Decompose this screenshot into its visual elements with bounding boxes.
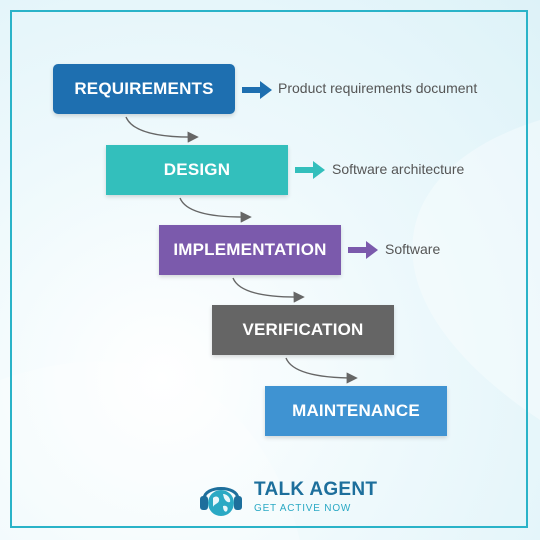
stage-implementation-label: IMPLEMENTATION <box>173 240 327 259</box>
stage-verification: VERIFICATION <box>212 305 394 355</box>
logo-name: TALK AGENT <box>254 479 378 500</box>
stage-verification-label: VERIFICATION <box>242 320 364 339</box>
output-implementation: Software <box>385 241 441 257</box>
stage-design-label: DESIGN <box>163 160 231 179</box>
page-frame <box>10 10 528 528</box>
stage-design: DESIGN <box>106 145 288 195</box>
output-design: Software architecture <box>332 161 465 177</box>
logo-tagline: GET ACTIVE NOW <box>254 503 352 514</box>
arrow-right-icon <box>242 81 272 99</box>
headphones-globe-icon <box>200 487 242 516</box>
stage-implementation: IMPLEMENTATION <box>159 225 341 275</box>
output-requirements: Product requirements document <box>278 80 478 96</box>
stage-requirements: REQUIREMENTS <box>53 64 235 114</box>
stage-maintenance-label: MAINTENANCE <box>292 401 420 420</box>
arrow-right-icon <box>348 241 378 259</box>
arrow-right-icon <box>295 161 325 179</box>
stage-maintenance: MAINTENANCE <box>265 386 447 436</box>
talk-agent-logo: TALK AGENT GET ACTIVE NOW <box>196 473 377 521</box>
stage-requirements-label: REQUIREMENTS <box>74 79 214 98</box>
